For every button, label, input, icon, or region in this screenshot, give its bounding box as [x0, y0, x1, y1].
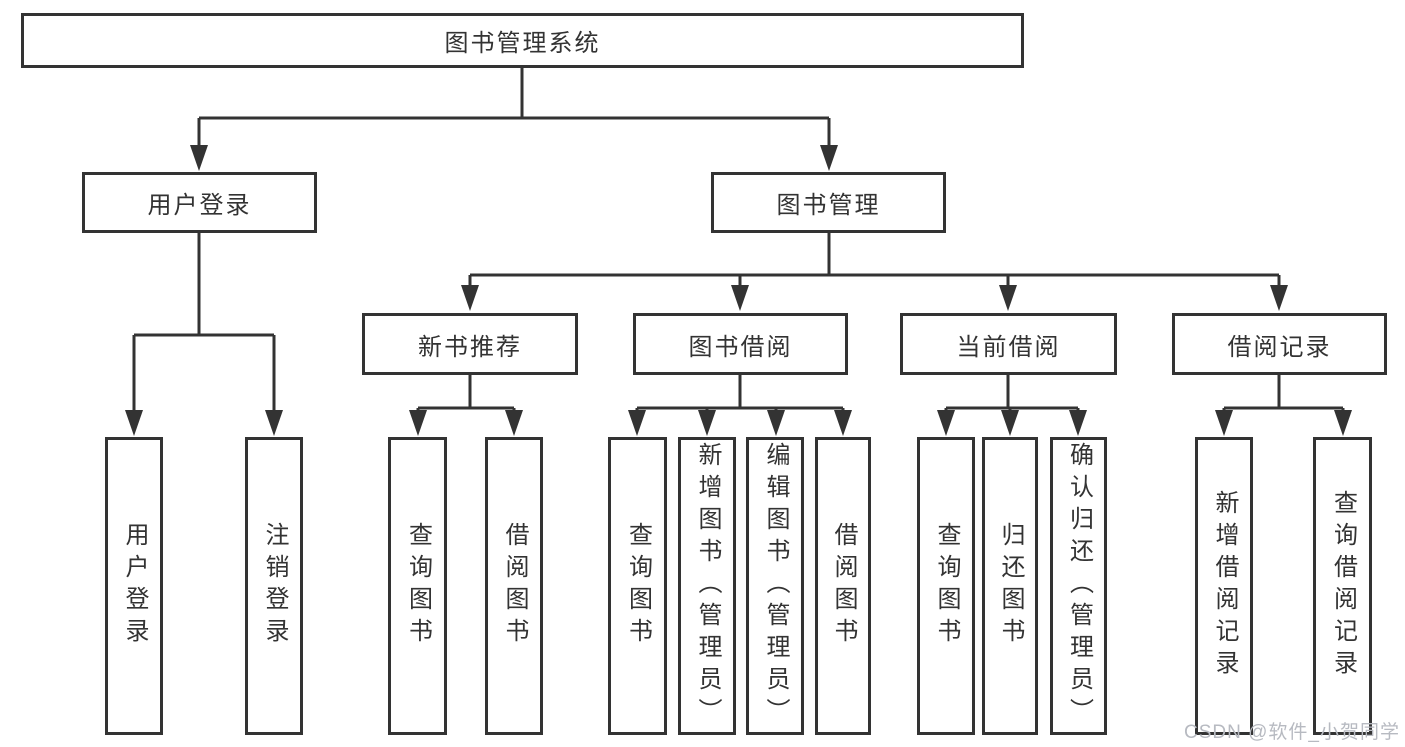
leaf-query-borrow-record: 查询借阅记录	[1313, 437, 1372, 735]
node-book-borrow: 图书借阅	[633, 313, 848, 375]
node-user-login: 用户登录	[82, 172, 317, 233]
leaf-return-books: 归还图书	[982, 437, 1038, 735]
leaf-add-borrow-record: 新增借阅记录	[1195, 437, 1253, 735]
node-new-book-recommend: 新书推荐	[362, 313, 578, 375]
leaf-edit-books-admin: 编辑图书（管理员）	[746, 437, 804, 735]
leaf-query-books-borrow: 查询图书	[608, 437, 667, 735]
node-borrow-records: 借阅记录	[1172, 313, 1387, 375]
node-root-library-system: 图书管理系统	[21, 13, 1024, 68]
leaf-query-books-current: 查询图书	[917, 437, 975, 735]
leaf-logout: 注销登录	[245, 437, 303, 735]
node-current-borrow: 当前借阅	[900, 313, 1117, 375]
leaf-query-books-recommend: 查询图书	[388, 437, 447, 735]
leaf-borrow-books: 借阅图书	[815, 437, 871, 735]
csdn-watermark: CSDN @软件_小贺同学	[1184, 722, 1400, 743]
leaf-user-login: 用户登录	[105, 437, 163, 735]
leaf-borrow-books-recommend: 借阅图书	[485, 437, 543, 735]
node-book-management: 图书管理	[711, 172, 946, 233]
leaf-confirm-return-admin: 确认归还（管理员）	[1050, 437, 1107, 735]
leaf-add-books-admin: 新增图书（管理员）	[678, 437, 736, 735]
